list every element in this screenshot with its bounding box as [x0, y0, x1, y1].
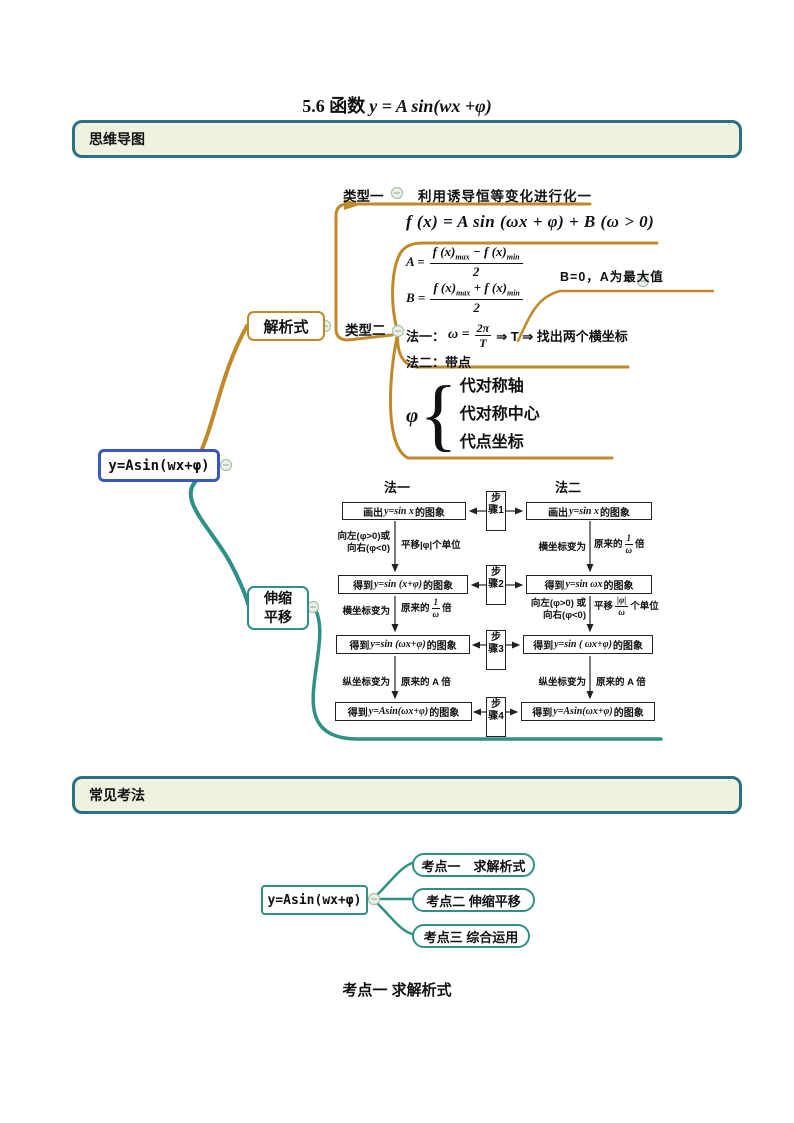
flow-label-r23-left: 向左(φ>0) 或 向右(φ<0)	[530, 598, 586, 621]
flow-label-l12-left: 向左(φ>0)或 向右(φ<0)	[337, 531, 390, 554]
section-banner-exam: 常见考法	[72, 776, 742, 814]
phi-item: 代点坐标	[459, 434, 524, 451]
phi-brace: {	[419, 371, 458, 459]
method1-omega: ω =	[448, 327, 470, 342]
formula-a-lhs: A =	[406, 254, 425, 270]
method2-line: 法二：带点	[406, 355, 472, 370]
node-jiexishi-label: 解析式	[263, 318, 309, 336]
formula-b-fraction: f (x)max + f (x)min 2	[430, 280, 523, 316]
formula-fx: f (x) = A sin (ωx + φ) + B (ω > 0)	[406, 212, 655, 231]
flow-label-r34-left: 纵坐标变为	[538, 677, 586, 688]
flow-header-method1: 法一	[383, 480, 410, 495]
method1-rest: ⇒ T ⇒ 找出两个横坐标	[496, 328, 628, 344]
branch-type2-fx	[391, 241, 659, 334]
flow-label-l23-left: 横坐标变为	[342, 606, 390, 617]
branch-central-to-shensuo	[188, 478, 250, 606]
step-box-4: 步骤4	[486, 697, 506, 737]
step-box-3: 步骤3	[486, 630, 506, 670]
flow-label-r23-right: 平移 |φ|ω 个单位	[594, 595, 659, 617]
branch-jiexishi-spine	[334, 202, 592, 342]
node-shensuo-line2: 平移	[264, 609, 292, 625]
step-box-2: 步骤2	[486, 565, 506, 605]
label-type1: 类型一	[343, 189, 384, 204]
label-type1-content: 利用诱导恒等变化进行化一	[418, 189, 592, 204]
banner-exam-label: 常见考法	[89, 787, 145, 803]
phi-item: 代对称中心	[459, 406, 540, 423]
exam-central-label: y=Asin(wx+φ)	[267, 892, 362, 908]
phi-symbol: φ	[406, 402, 419, 427]
phi-items: 代对称轴 代对称中心 代点坐标	[460, 373, 540, 457]
page-title-prefix: 5.6 函数	[302, 96, 366, 116]
formula-b: B = f (x)max + f (x)min 2	[406, 280, 523, 316]
branch-exam-1	[375, 861, 414, 897]
flow-label-r34-right: 原来的 A 倍	[596, 677, 646, 688]
flow-label-r12-left: 横坐标变为	[538, 542, 586, 553]
node-shensuo: 伸缩 平移	[247, 586, 309, 630]
formula-a: A = f (x)max − f (x)min 2	[406, 244, 523, 280]
section-banner-mindmap: 思维导图	[72, 120, 742, 158]
node-shensuo-line1: 伸缩	[264, 590, 292, 606]
flow-label-l12-right: 平移|φ|个单位	[401, 540, 461, 551]
phi-item: 代对称轴	[459, 378, 524, 395]
banner-mindmap-label: 思维导图	[89, 131, 145, 147]
branch-shensuo-underline	[311, 607, 663, 741]
page-title-formula: y = A sin(wx +φ)	[369, 96, 492, 116]
flow-header-method2: 法二	[554, 480, 581, 495]
node-jiexishi: 解析式	[247, 311, 325, 341]
method1-label: 法一：	[406, 328, 446, 344]
footer-heading: 考点一 求解析式	[342, 982, 452, 999]
note-b0: B=0，A为最大值	[560, 270, 664, 284]
branch-exam-3	[375, 901, 414, 936]
arrowhead-icon	[344, 199, 361, 210]
flow-label-l34-right: 原来的 A 倍	[401, 677, 451, 688]
method1-line: 法一： ω = 2π T ⇒ T ⇒ 找出两个横坐标	[406, 318, 628, 352]
branch-type2-phi	[389, 330, 614, 460]
branch-central-to-jiexishi	[200, 324, 249, 451]
central-node: y=Asin(wx+φ)	[98, 449, 220, 482]
step-box-1: 步骤1	[486, 491, 506, 531]
central-node-label: y=Asin(wx+φ)	[108, 457, 210, 474]
exam-item-2: 考点二 伸缩平移	[412, 888, 535, 912]
exam-central-node: y=Asin(wx+φ)	[261, 885, 368, 915]
branch-note-b0	[516, 289, 715, 343]
method1-fraction: 2π T	[474, 320, 492, 350]
phi-group: φ { 代对称轴 代对称中心 代点坐标	[406, 370, 540, 460]
exam-item-3: 考点三 综合运用	[412, 924, 530, 948]
formula-a-fraction: f (x)max − f (x)min 2	[429, 244, 523, 280]
flow-label-l34-left: 纵坐标变为	[342, 677, 390, 688]
formula-b-lhs: B =	[406, 290, 426, 306]
exam-item-1: 考点一 求解析式	[412, 853, 535, 877]
label-type2: 类型二	[345, 323, 386, 338]
